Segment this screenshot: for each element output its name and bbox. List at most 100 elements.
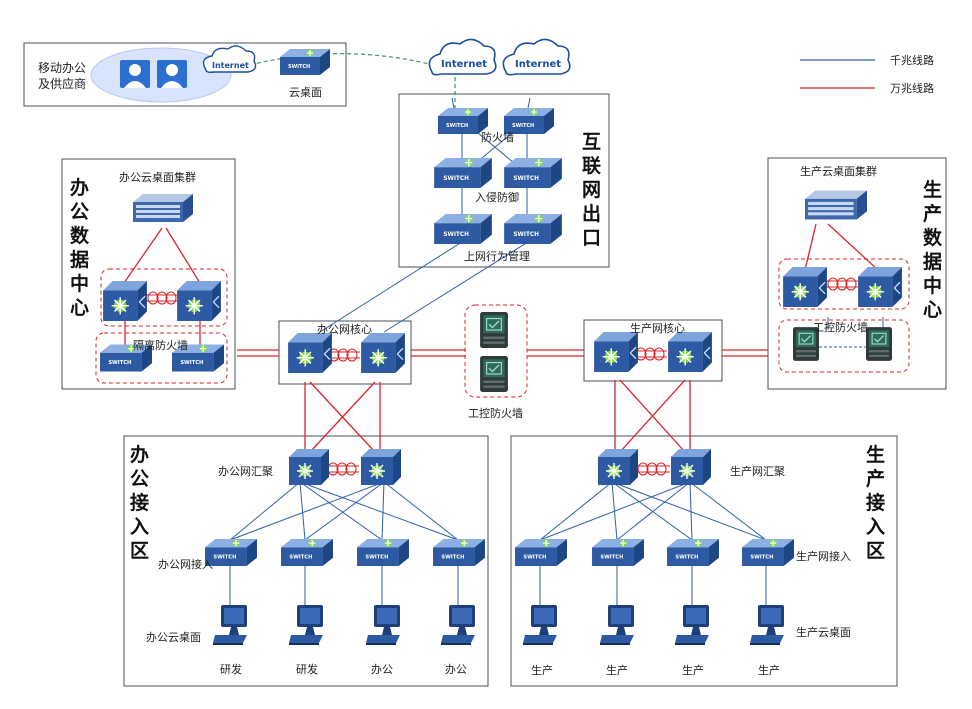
- office-dc-title-4: 据: [70, 248, 89, 271]
- prod-dc-title-2: 产: [923, 202, 942, 225]
- office-access-title-2: 公: [130, 468, 149, 490]
- user-icon: [120, 60, 150, 88]
- office-terminal-3: 办公: [371, 663, 393, 676]
- core-switch-icon: [858, 267, 902, 307]
- internet-exit-title-4: 出: [582, 202, 601, 225]
- office-core-box: [278, 320, 412, 385]
- office-dc-switch-zone: [100, 268, 228, 327]
- desktop-pc-icon: [366, 605, 400, 645]
- office-dc-box: [61, 158, 236, 390]
- desktop-pc-icon: [600, 605, 634, 645]
- prod-dc-box: [767, 157, 947, 390]
- office-dc-title-6: 心: [70, 297, 89, 319]
- ics-fw-label: 工控防火墙: [813, 320, 868, 334]
- legend-10g-label: 万兆线路: [890, 81, 934, 95]
- office-access-title-5: 区: [130, 540, 149, 562]
- office-terminal-2: 研发: [296, 662, 318, 676]
- internet-label-2: Internet: [515, 59, 561, 70]
- prod-access-title-2: 产: [866, 467, 885, 490]
- access-switch-icon: [433, 539, 485, 566]
- prod-access-box: [510, 435, 898, 687]
- aggregation-switch-icon: [361, 449, 401, 485]
- access-switch-icon: [515, 539, 567, 566]
- vpn-link: [249, 53, 453, 71]
- office-aggregation-label: 办公网汇聚: [218, 465, 273, 478]
- office-access-title-4: 入: [130, 516, 149, 538]
- aggregation-switch-icon: [671, 449, 711, 485]
- firewall-label: 防火墙: [481, 130, 514, 144]
- aggregation-switch-icon: [598, 449, 638, 485]
- server-cluster-icon: [133, 194, 193, 222]
- office-dc-title-3: 数: [70, 224, 90, 247]
- ips-icon: [434, 158, 492, 188]
- core-switch-icon: [177, 281, 221, 321]
- prod-terminal-3: 生产: [682, 663, 704, 677]
- internet-label-1: Internet: [441, 59, 487, 70]
- ics-firewall-icon: [866, 327, 892, 361]
- prod-cluster-label: 生产云桌面集群: [800, 164, 877, 178]
- server-cluster-icon: [805, 190, 867, 220]
- access-switch-icon: [357, 539, 409, 566]
- legend-gigabit-label: 千兆线路: [890, 53, 934, 67]
- behavior-mgmt-label: 上网行为管理: [464, 249, 530, 263]
- prod-terminal-2: 生产: [606, 663, 628, 677]
- office-desktop-label: 办公云桌面: [146, 631, 201, 644]
- prod-access-title-3: 接: [866, 492, 885, 514]
- mobile-title-2: 及供应商: [38, 76, 86, 91]
- prod-dc-title-1: 生: [923, 178, 942, 201]
- ips-icon: [504, 158, 562, 188]
- desktop-pc-icon: [289, 605, 323, 645]
- prod-dc-title-6: 心: [923, 299, 942, 321]
- core-switch-icon: [288, 333, 332, 373]
- prod-aggregation-label: 生产网汇聚: [730, 464, 785, 478]
- cloud-desktop-label: 云桌面: [289, 86, 322, 99]
- internet-exit-title-3: 网: [582, 179, 601, 201]
- mobile-cloud-label: Internet: [212, 61, 249, 70]
- office-terminal-4: 办公: [445, 663, 467, 676]
- mobile-office-box: [23, 42, 347, 107]
- prod-dc-title-5: 中: [923, 274, 942, 297]
- ics-firewall-icon: [480, 312, 508, 348]
- desktop-pc-icon: [213, 605, 247, 645]
- mobile-title-1: 移动办公: [38, 60, 86, 75]
- prod-dc-title-4: 据: [923, 250, 942, 273]
- mid-fw-zone: [464, 304, 528, 398]
- access-switch-icon: [592, 539, 644, 566]
- access-switch-icon: [667, 539, 719, 566]
- prod-desktop-label: 生产云桌面: [796, 625, 851, 639]
- prod-access-title-1: 生: [866, 443, 885, 466]
- desktop-pc-icon: [675, 605, 709, 645]
- access-switch-icon: [742, 539, 794, 566]
- office-core-label: 办公网核心: [317, 322, 372, 336]
- internet-exit-title-5: 口: [582, 227, 601, 249]
- office-access-label: 办公网接入: [158, 558, 213, 571]
- desktop-pc-icon: [523, 605, 557, 645]
- prod-core-label: 生产网核心: [630, 321, 685, 335]
- core-switch-icon: [783, 267, 827, 307]
- office-dc-title-2: 公: [70, 201, 89, 223]
- ips-label: 入侵防御: [475, 190, 519, 204]
- office-access-box: [123, 435, 489, 687]
- ics-firewall-mid-label: 工控防火墙: [468, 406, 523, 420]
- prod-dc-switch-zone: [778, 258, 910, 310]
- internet-cloud-1: [428, 38, 497, 76]
- user-icon: [157, 60, 187, 88]
- aggregation-switch-icon: [289, 449, 329, 485]
- prod-access-label: 生产网接入: [796, 549, 851, 563]
- office-terminal-1: 研发: [220, 662, 242, 676]
- prod-terminal-4: 生产: [758, 663, 780, 677]
- core-switch-icon: [668, 332, 712, 372]
- isolation-fw-label: 隔离防火墙: [133, 338, 188, 352]
- prod-terminal-1: 生产: [531, 663, 553, 677]
- desktop-pc-icon: [441, 605, 475, 645]
- core-switch-icon: [103, 281, 147, 321]
- internet-exit-title-2: 联: [582, 155, 601, 177]
- prod-access-title-5: 区: [866, 540, 885, 562]
- prod-access-title-4: 入: [866, 516, 885, 538]
- ics-firewall-icon: [480, 356, 508, 392]
- internet-exit-box: [398, 93, 610, 268]
- office-cluster-label: 办公云桌面集群: [119, 170, 196, 184]
- behavior-mgmt-icon: [504, 214, 562, 244]
- office-access-title-3: 接: [130, 492, 149, 514]
